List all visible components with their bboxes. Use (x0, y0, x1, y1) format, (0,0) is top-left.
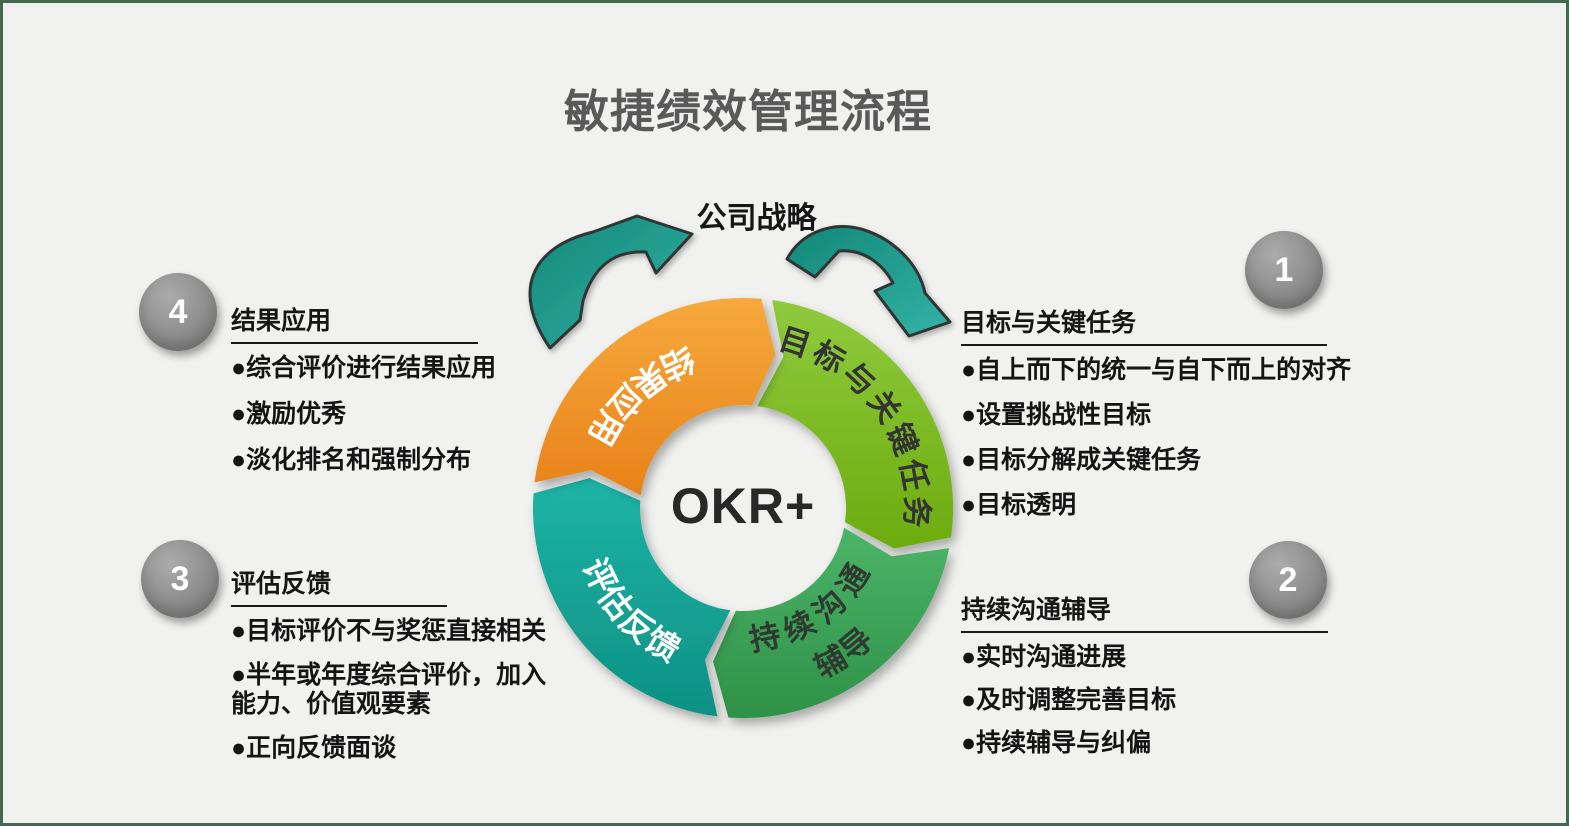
bullet-item: ●目标透明 (961, 491, 1077, 519)
bullet-item: ●实时沟通进展 (961, 643, 1127, 671)
step-badge-3: 3 (141, 540, 219, 618)
section-coaching: 持续沟通辅导 ●实时沟通进展 ●及时调整完善目标 ●持续辅导与纠偏 (961, 590, 1391, 772)
section-goals: 目标与关键任务 ●自上而下的统一与自下而上的对齐 ●设置挑战性目标 ●目标分解成关键… (961, 303, 1391, 536)
segment-coaching (713, 527, 950, 719)
step-number-2: 2 (1278, 560, 1298, 599)
bullet-item: ●及时调整完善目标 (961, 686, 1177, 714)
company-strategy-label: 公司战略 (696, 202, 817, 235)
segment-coaching-label: 辅导 (809, 620, 881, 685)
bullet-item: ●正向反馈面谈 (231, 734, 397, 762)
bullet-item: ●淡化排名和强制分布 (231, 446, 472, 474)
section-results-bullets: ●综合评价进行结果应用 ●激励优秀 ●淡化排名和强制分布 (231, 354, 561, 475)
segment-feedback-label: 评估反馈 (576, 552, 687, 669)
segment-results-label: 结果应用 (581, 340, 700, 454)
okr-center-label: OKR+ (670, 478, 816, 534)
section-feedback-heading: 评估反馈 (231, 564, 447, 607)
section-goals-heading: 目标与关键任务 (961, 303, 1327, 346)
step-badge-1: 1 (1245, 231, 1323, 309)
step-number-1: 1 (1274, 250, 1294, 289)
strategy-arrow-right (785, 225, 952, 338)
page-title: 敏捷绩效管理流程 (563, 86, 932, 137)
step-number-3: 3 (170, 559, 190, 598)
section-results: 结果应用 ●综合评价进行结果应用 ●激励优秀 ●淡化排名和强制分布 (231, 301, 561, 492)
bullet-item: ●目标分解成关键任务 (961, 446, 1202, 474)
segment-coaching-label: 持续沟通 (746, 551, 880, 658)
bullet-item: ●半年或年度综合评价，加入能力、价值观要素 (231, 661, 547, 718)
section-feedback: 评估反馈 ●目标评价不与奖惩直接相关●半年或年度综合评价，加入能力、价值观要素●… (231, 564, 556, 778)
section-coaching-heading: 持续沟通辅导 (961, 590, 1328, 633)
bullet-item: ●持续辅导与纠偏 (961, 729, 1152, 757)
segment-results (534, 298, 776, 496)
step-number-4: 4 (168, 292, 188, 331)
bullet-item: ●自上而下的统一与自下而上的对齐 (961, 356, 1352, 384)
step-badge-2: 2 (1249, 541, 1327, 619)
section-goals-bullets: ●自上而下的统一与自下而上的对齐 ●设置挑战性目标 ●目标分解成关键任务 ●目标透明 (961, 356, 1391, 520)
section-feedback-bullets: ●目标评价不与奖惩直接相关 ●半年或年度综合评价，加入能力、价值观要素 ●正向反馈面… (231, 617, 556, 763)
step-badge-4: 4 (139, 273, 217, 351)
bullet-item: ●综合评价进行结果应用 (231, 354, 497, 382)
bullet-item: ●设置挑战性目标 (961, 401, 1152, 429)
section-results-heading: 结果应用 (231, 301, 478, 344)
bullet-item: ●目标评价不与奖惩直接相关 (231, 617, 547, 645)
bullet-item: ●激励优秀 (231, 400, 347, 428)
section-coaching-bullets: ●实时沟通进展 ●及时调整完善目标 ●持续辅导与纠偏 (961, 643, 1391, 758)
